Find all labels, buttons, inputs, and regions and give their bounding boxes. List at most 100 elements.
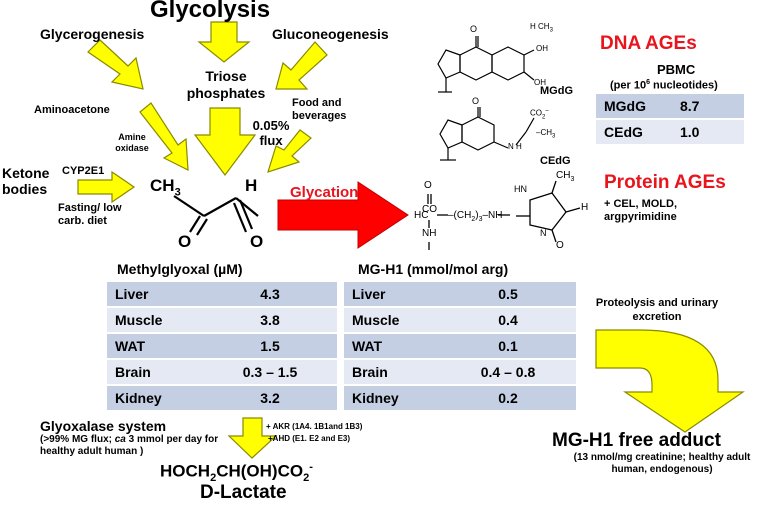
mgh1-nh: NH <box>422 228 437 239</box>
mg-cell-tissue: Muscle <box>107 307 203 334</box>
mg-cell-value: 0.3 – 1.5 <box>203 359 337 386</box>
pbmc-units: (per 106 nucleotides) <box>610 79 718 92</box>
cedg-structure <box>439 107 535 161</box>
dna-ages-heading: DNA AGEs <box>600 33 697 54</box>
cedg-ch3: –CH3 <box>536 128 556 140</box>
cedg-o: O <box>472 96 480 106</box>
mgh1-cell-value: 0.2 <box>440 385 576 412</box>
mg-cell-tissue: Liver <box>107 282 203 308</box>
label-cyp2e1: CYP2E1 <box>62 165 105 177</box>
mgh1-co: CO <box>422 204 437 215</box>
pbmc-label: PBMC <box>657 62 696 77</box>
label-gluconeogenesis: Gluconeogenesis <box>272 26 389 42</box>
dna-cell-name: MGdG <box>596 94 672 120</box>
mgdg-oh2: OH <box>534 78 546 87</box>
mgh1-hn: HN <box>514 184 527 194</box>
mg-h: H <box>245 176 258 195</box>
table-row: MGdG 8.7 <box>596 94 744 120</box>
mgh1-structure <box>427 180 581 250</box>
lactate-name: D-Lactate <box>200 482 287 503</box>
arrow-aminoacetone <box>139 102 189 172</box>
cedg-nh: N H <box>508 142 522 151</box>
mgh1-cell-value: 0.4 <box>440 307 576 334</box>
glyoxalase-title: Glyoxalase system <box>40 418 167 434</box>
mg-cell-value: 3.8 <box>203 307 337 334</box>
label-fasting: Fasting/ low carb. diet <box>58 202 122 227</box>
mgh1-o: O <box>424 180 432 191</box>
mgh1-n: N <box>540 228 547 238</box>
mgdg-o: O <box>470 24 478 34</box>
diagram-title: Glycolysis <box>150 0 271 23</box>
arrow-gluconeogenesis <box>275 41 328 90</box>
mgdg-oh1: OH <box>536 44 548 53</box>
label-flux: 0.05% flux <box>252 118 290 148</box>
mgh1-table-title: MG-H1 (mmol/mol arg) <box>358 261 509 277</box>
mgh1-cell-value: 0.4 – 0.8 <box>440 359 576 386</box>
methylglyoxal-structure <box>173 195 259 236</box>
mgh1-cell-tissue: Brain <box>344 359 440 386</box>
glyoxalase-akr: + AKR (1A4. 1B1and 1B3) <box>266 422 363 431</box>
mgh1-ch3: CH3 <box>556 170 575 183</box>
table-row: CEdG 1.0 <box>596 119 744 146</box>
glyoxalase-ahd: +AHD (E1. E2 and E3) <box>268 434 351 443</box>
mgdg-ch3: H CH3 <box>530 22 553 34</box>
mgh1-cell-tissue: Muscle <box>344 307 440 334</box>
mg-cell-value: 1.5 <box>203 333 337 360</box>
dna-ages-table: MGdG 8.7 CEdG 1.0 <box>596 94 744 146</box>
mgh1-cell-tissue: WAT <box>344 333 440 360</box>
dna-cell-name: CEdG <box>596 119 672 146</box>
dna-cell-value: 1.0 <box>672 119 744 146</box>
mgh1-o2: O <box>556 240 564 251</box>
free-adduct-title: MG-H1 free adduct <box>552 430 721 451</box>
arrow-glyoxalase-down <box>227 417 278 459</box>
protein-ages-heading: Protein AGEs <box>604 172 726 193</box>
arrow-glycolysis-down <box>197 21 251 63</box>
free-adduct-note: (13 nmol/mg creatinine; healthy adult hu… <box>573 452 751 475</box>
mg-o-right: O <box>250 232 264 251</box>
mgh1-cell-value: 0.1 <box>440 333 576 360</box>
mg-cell-tissue: Kidney <box>107 385 203 412</box>
arrow-ketone <box>77 170 136 204</box>
mg-o-left: O <box>178 232 192 251</box>
mgdg-structure <box>437 36 535 93</box>
methylglyoxal-table-title: Methylglyoxal (µM) <box>117 261 243 277</box>
label-glycation: Glycation <box>290 184 359 201</box>
label-aminoacetone: Aminoacetone <box>34 104 110 116</box>
mgh1-cell-value: 0.5 <box>440 282 576 308</box>
mgh1-chain: –(CH2)3–NH <box>448 210 503 223</box>
arrow-food <box>267 129 312 173</box>
arrow-triose-down <box>193 107 257 176</box>
mgh1-cell-tissue: Liver <box>344 282 440 308</box>
arrow-glycerogenesis <box>87 39 144 90</box>
label-proteolysis: Proteolysis and urinary excretion <box>595 297 719 323</box>
mgh1-hc: HC <box>414 210 429 221</box>
label-food-beverages: Food and beverages <box>292 97 347 122</box>
label-glycerogenesis: Glycerogenesis <box>40 26 145 42</box>
label-triose-phosphates: Triose phosphates <box>186 68 266 101</box>
label-ketone-bodies: Ketone bodies <box>2 165 50 197</box>
mg-cell-tissue: WAT <box>107 333 203 360</box>
label-amine-oxidase: Amine oxidase <box>115 132 149 153</box>
arrow-to-free-adduct <box>595 329 745 433</box>
cedg-structure-label: CEdG <box>540 155 571 167</box>
mg-cell-value: 4.3 <box>203 282 337 308</box>
mgdg-structure-label: MGdG <box>540 85 573 97</box>
mg-cell-value: 3.2 <box>203 385 337 412</box>
glyoxalase-note: (>99% MG flux; ca 3 mmol per day for hea… <box>40 434 219 457</box>
dna-cell-value: 8.7 <box>672 94 744 120</box>
mg-ch3: CH3 <box>150 176 181 199</box>
mgh1-h: H <box>581 202 589 213</box>
mgh1-cell-tissue: Kidney <box>344 385 440 412</box>
mg-cell-tissue: Brain <box>107 359 203 386</box>
